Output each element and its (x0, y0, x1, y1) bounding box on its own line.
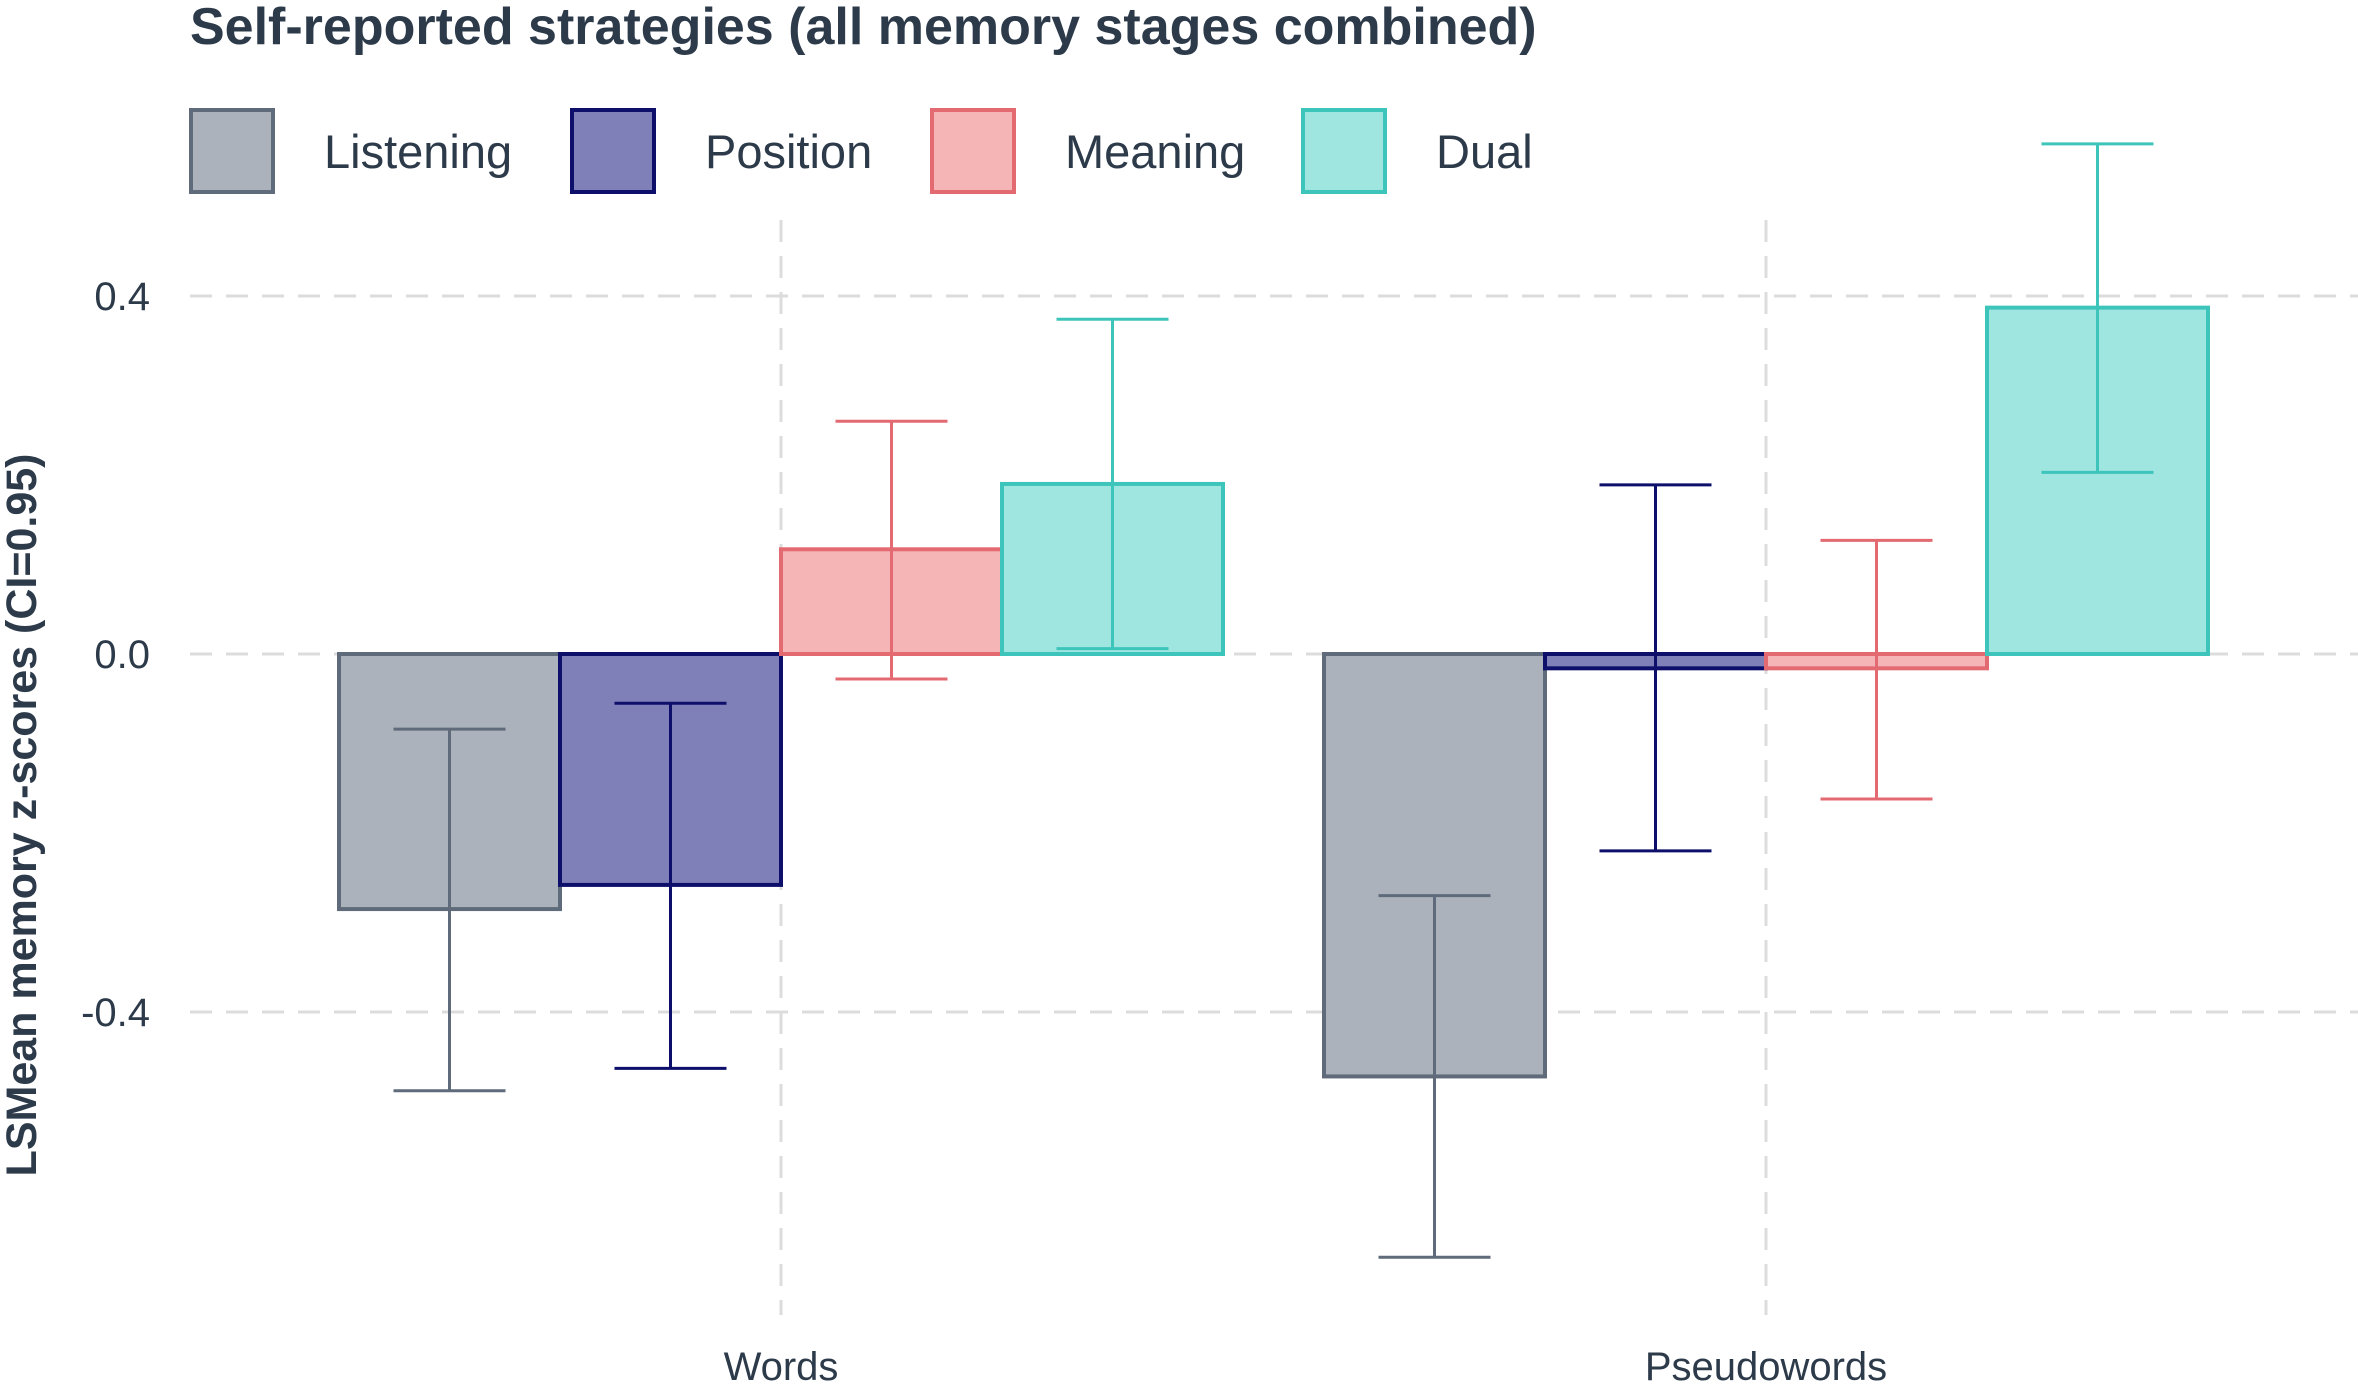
legend-swatch (189, 108, 275, 194)
error-bar-listening-pseudowords (1378, 894, 1491, 1259)
y-axis-label: LSMean memory z-scores (CI=0.95) (0, 454, 46, 1177)
legend-item-meaning: Meaning (930, 108, 1245, 194)
y-tick-label: 0.0 (94, 633, 150, 677)
legend-swatch (570, 108, 656, 194)
error-bar-listening-words (393, 727, 506, 1093)
legend-swatch (930, 108, 1016, 194)
legend-label: Position (705, 125, 872, 178)
error-bars (393, 142, 2154, 1259)
x-tick-label: Words (724, 1345, 839, 1384)
error-bar-position-words (614, 701, 727, 1070)
error-bar-meaning-words (835, 419, 948, 681)
error-bar-dual-words (1056, 317, 1169, 651)
y-tick-label: 0.4 (94, 275, 150, 319)
error-bar-meaning-pseudowords (1820, 538, 1933, 801)
y-axis-ticks: -0.4 0.0 0.4 (81, 275, 150, 1035)
legend-label: Dual (1436, 125, 1533, 178)
y-tick-label: -0.4 (81, 991, 150, 1035)
legend-item-dual: Dual (1301, 108, 1533, 194)
legend-label: Listening (324, 125, 512, 178)
legend-label: Meaning (1065, 125, 1245, 178)
x-tick-label: Pseudowords (1645, 1345, 1887, 1384)
error-bar-dual-pseudowords (2041, 142, 2154, 474)
legend-swatch (1301, 108, 1387, 194)
chart-title: Self-reported strategies (all memory sta… (190, 0, 1537, 56)
legend: Listening Position Meaning Dual (189, 108, 1533, 194)
legend-item-listening: Listening (189, 108, 512, 194)
legend-item-position: Position (570, 108, 872, 194)
x-axis-ticks: Words Pseudowords (724, 1345, 1888, 1384)
bars (337, 305, 2210, 1079)
error-bar-position-pseudowords (1599, 483, 1712, 853)
